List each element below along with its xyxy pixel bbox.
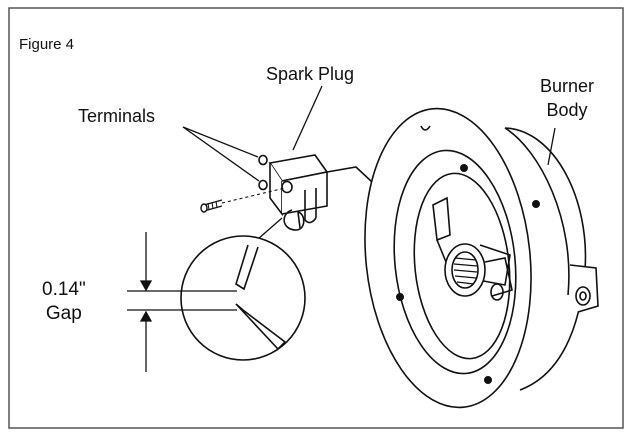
gap-dimension <box>127 232 237 372</box>
burner-body-label-line2: Body <box>546 100 588 120</box>
lower-electrode <box>235 303 287 351</box>
detail-leader <box>257 217 283 240</box>
burner-body-label-line1: Burner <box>540 76 595 96</box>
bolt-hole <box>531 200 540 209</box>
burner-inner-ring <box>393 149 517 375</box>
gap-detail <box>180 235 306 361</box>
terminals-leader-upper <box>182 126 259 158</box>
terminal-hole <box>258 154 268 166</box>
spark-plug-leader <box>292 85 323 151</box>
figure-border <box>8 7 624 429</box>
terminal-hole <box>258 179 268 191</box>
spark-plug-label: Spark Plug <box>266 64 355 84</box>
burner-leader <box>547 127 556 166</box>
burner-boss <box>444 243 486 297</box>
bolt-hole <box>459 164 468 173</box>
mounting-screw <box>200 187 286 213</box>
gap-label: 0.14" Gap <box>42 278 86 326</box>
flange-notch <box>420 125 431 131</box>
gap-value: 0.14" <box>42 279 86 300</box>
bolt-hole <box>483 375 492 384</box>
figure-label: Figure 4 <box>19 36 75 53</box>
spark-plug-lead <box>326 166 373 183</box>
bolt-hole <box>395 292 404 301</box>
terminals-label: Terminals <box>78 106 156 126</box>
gap-detail-circle <box>180 235 306 361</box>
leader-lines <box>182 85 556 240</box>
gap-word: Gap <box>45 303 82 324</box>
burner-body <box>364 107 599 409</box>
burner-body-label: Burner Body <box>540 74 594 122</box>
spark-plug <box>258 154 373 231</box>
terminals-leader-lower <box>182 126 260 182</box>
